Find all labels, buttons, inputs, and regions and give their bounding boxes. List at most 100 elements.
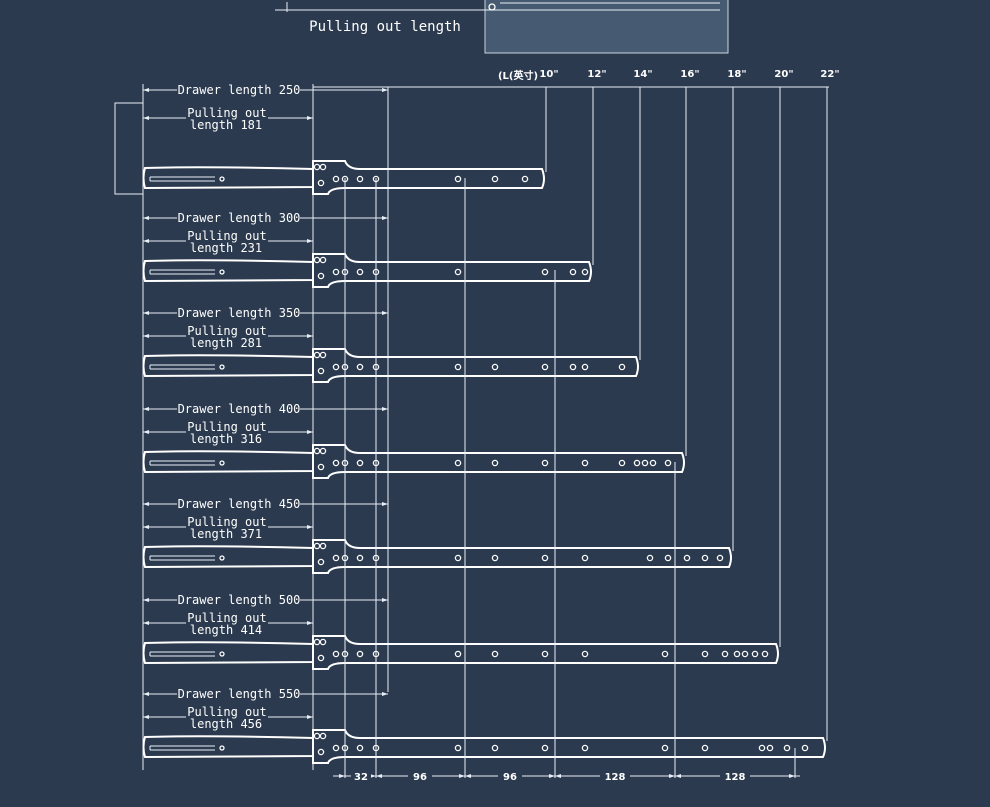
arrow-head <box>143 116 149 120</box>
arrow-head <box>307 715 313 719</box>
mount-hole <box>319 732 327 740</box>
arrow-head <box>382 88 388 92</box>
drawer-length-label: Drawer length 450 <box>178 497 301 511</box>
outer-rail <box>312 444 685 479</box>
alignment-lines <box>344 178 796 778</box>
mount-hole <box>581 268 589 276</box>
inner-rail <box>142 166 314 190</box>
inner-rail-slot <box>149 651 215 657</box>
label-mask <box>498 769 522 782</box>
mount-hole <box>664 554 672 562</box>
inner-rail-slot <box>149 460 215 466</box>
arrow-head <box>675 774 681 778</box>
arrow-head <box>339 774 345 778</box>
dim-32: 32 <box>354 772 368 783</box>
arrow-head <box>555 774 561 778</box>
mount-hole <box>332 175 340 183</box>
arrow-head <box>307 621 313 625</box>
mount-hole <box>332 554 340 562</box>
mount-hole <box>317 463 325 471</box>
arrow-head <box>143 502 149 506</box>
mount-hole <box>356 744 364 752</box>
mount-hole <box>317 558 325 566</box>
pull-label-line2: length 371 <box>190 527 262 541</box>
mount-hole <box>541 363 549 371</box>
size-header: (L(英寸) 10" 12" 14" 16" 18" 20" 22" <box>313 69 840 88</box>
mount-hole <box>701 650 709 658</box>
label-mask <box>351 769 371 782</box>
pull-label-line2: length 281 <box>190 336 262 350</box>
inner-rail <box>142 641 314 665</box>
pull-label-line1: Pulling out <box>187 611 266 625</box>
mount-hole <box>356 268 364 276</box>
pull-label-line1: Pulling out <box>187 229 266 243</box>
mount-hole <box>454 744 462 752</box>
outer-rail <box>312 253 592 288</box>
mount-hole <box>356 175 364 183</box>
pull-label-line1: Pulling out <box>187 324 266 338</box>
pull-label-line1: Pulling out <box>187 705 266 719</box>
arrow-head <box>382 216 388 220</box>
arrow-head <box>143 525 149 529</box>
mount-hole <box>701 744 709 752</box>
inner-rail <box>142 354 314 378</box>
mount-hole <box>313 256 321 264</box>
arrow-head <box>143 692 149 696</box>
inner-rail-slot <box>149 364 215 370</box>
inner-rail <box>142 735 314 759</box>
arrow-head <box>465 774 471 778</box>
pull-label-line2: length 414 <box>190 623 262 637</box>
label-mask <box>408 769 432 782</box>
drawer-length-label: Drawer length 550 <box>178 687 301 701</box>
mount-hole <box>541 554 549 562</box>
mount-hole <box>541 268 549 276</box>
mount-hole <box>313 351 321 359</box>
inner-rail <box>142 259 314 283</box>
outer-rail <box>312 729 826 764</box>
size-label-18: 18" <box>727 69 746 80</box>
arrow-head <box>143 621 149 625</box>
outer-rail <box>312 160 545 195</box>
rail-hole <box>219 364 225 370</box>
outer-rail <box>312 539 732 574</box>
mount-hole <box>332 650 340 658</box>
mount-hole <box>319 542 327 550</box>
mount-hole <box>751 650 759 658</box>
size-label-10: 10" <box>539 69 558 80</box>
mount-hole <box>332 744 340 752</box>
inner-rail <box>142 450 314 474</box>
arrow-head <box>143 334 149 338</box>
unit-label: (L(英寸) <box>498 69 538 82</box>
mount-hole <box>313 638 321 646</box>
mount-hole <box>454 268 462 276</box>
pull-label-line2: length 181 <box>190 118 262 132</box>
outer-rail <box>312 348 639 383</box>
arrow-head <box>307 430 313 434</box>
arrow-head <box>549 774 555 778</box>
mount-hole <box>313 447 321 455</box>
mount-hole <box>783 744 791 752</box>
arrow-head <box>382 692 388 696</box>
mount-hole <box>721 650 729 658</box>
mount-hole <box>332 459 340 467</box>
mount-hole <box>641 459 649 467</box>
arrow-head <box>143 407 149 411</box>
mount-hole <box>454 175 462 183</box>
pull-label-line1: Pulling out <box>187 515 266 529</box>
mount-hole <box>454 650 462 658</box>
pull-label-line1: Pulling out <box>187 106 266 120</box>
mount-hole <box>319 163 327 171</box>
arrow-head <box>459 774 465 778</box>
mount-hole <box>701 554 709 562</box>
mount-hole <box>491 363 499 371</box>
mount-hole <box>581 744 589 752</box>
inner-rail-slot <box>149 176 215 182</box>
arrow-head <box>669 774 675 778</box>
drawer-length-label: Drawer length 350 <box>178 306 301 320</box>
rail-hole <box>219 651 225 657</box>
mount-hole <box>319 351 327 359</box>
arrow-head <box>382 311 388 315</box>
arrow-head <box>143 88 149 92</box>
